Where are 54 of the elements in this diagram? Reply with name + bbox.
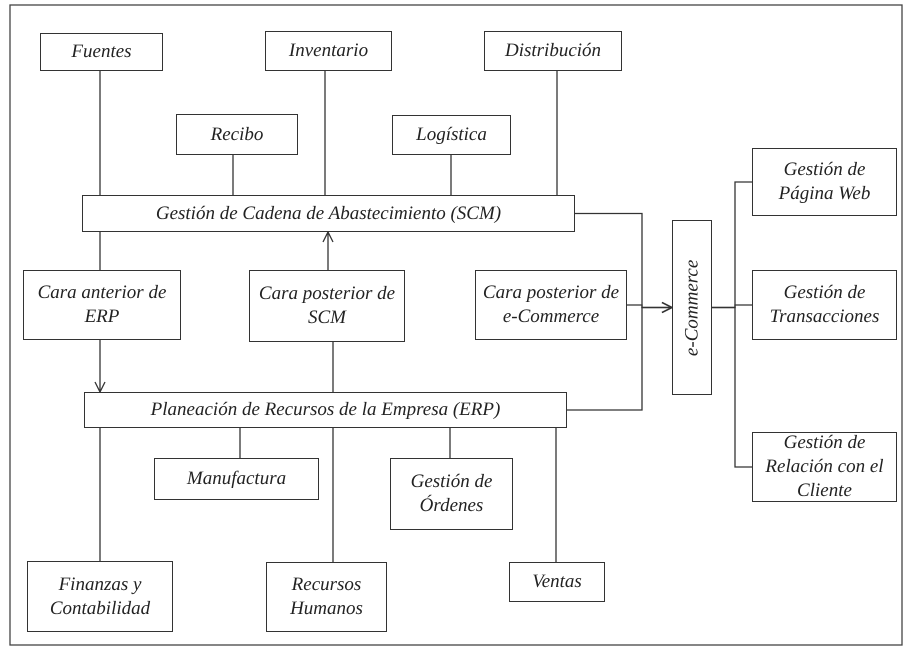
process-box	[475, 270, 627, 340]
box-label: Gestión de Cadena de Abastecimiento (SCM)	[156, 202, 502, 226]
process-box	[154, 458, 319, 500]
connector	[556, 71, 558, 195]
process-box	[40, 33, 163, 71]
connector	[627, 302, 673, 314]
box-label: Recursos Humanos	[289, 573, 364, 621]
connector	[332, 428, 334, 562]
process-box	[752, 148, 897, 216]
box-label: Recibo	[210, 122, 264, 146]
connector	[94, 340, 106, 393]
box-label: Ventas	[532, 570, 582, 594]
box-label: Cara posterior de e-Commerce	[482, 281, 620, 329]
process-box	[509, 562, 605, 602]
connector	[99, 428, 101, 561]
connector	[449, 428, 451, 458]
process-box	[82, 195, 575, 232]
process-box	[27, 561, 173, 632]
process-box	[176, 114, 298, 155]
box-label: Gestión de Relación con el Cliente	[764, 431, 885, 503]
process-box	[484, 31, 622, 71]
process-box	[265, 31, 392, 71]
box-label: Gestión de Página Web	[778, 158, 872, 206]
connector	[324, 71, 326, 195]
box-label: Finanzas y Contabilidad	[48, 572, 152, 620]
box-label: e-Commerce	[680, 259, 704, 356]
connector	[232, 155, 234, 195]
box-label: Cara anterior de ERP	[36, 281, 168, 329]
box-label: Gestión de Órdenes	[410, 470, 494, 518]
process-box	[672, 220, 712, 395]
box-label: Inventario	[288, 39, 368, 63]
box-label: Fuentes	[71, 40, 132, 64]
box-label: Manufactura	[186, 467, 286, 491]
connector	[555, 428, 557, 562]
process-box	[752, 432, 897, 502]
connector	[322, 231, 334, 270]
connector	[332, 342, 334, 392]
process-box	[390, 458, 513, 530]
process-box	[249, 270, 405, 342]
connector	[450, 155, 452, 195]
process-box	[84, 392, 567, 428]
process-box	[23, 270, 181, 340]
process-box	[266, 562, 387, 632]
box-label: Cara posterior de SCM	[258, 282, 396, 330]
box-label: Logística	[416, 123, 487, 147]
process-box	[752, 270, 897, 340]
process-box	[392, 115, 511, 155]
connector	[712, 306, 752, 468]
connector	[99, 232, 101, 270]
box-label: Distribución	[504, 39, 602, 63]
connector	[239, 428, 241, 458]
connector	[99, 71, 101, 195]
box-label: Planeación de Recursos de la Empresa (ERP)	[150, 398, 500, 422]
box-label: Gestión de Transacciones	[768, 281, 880, 329]
